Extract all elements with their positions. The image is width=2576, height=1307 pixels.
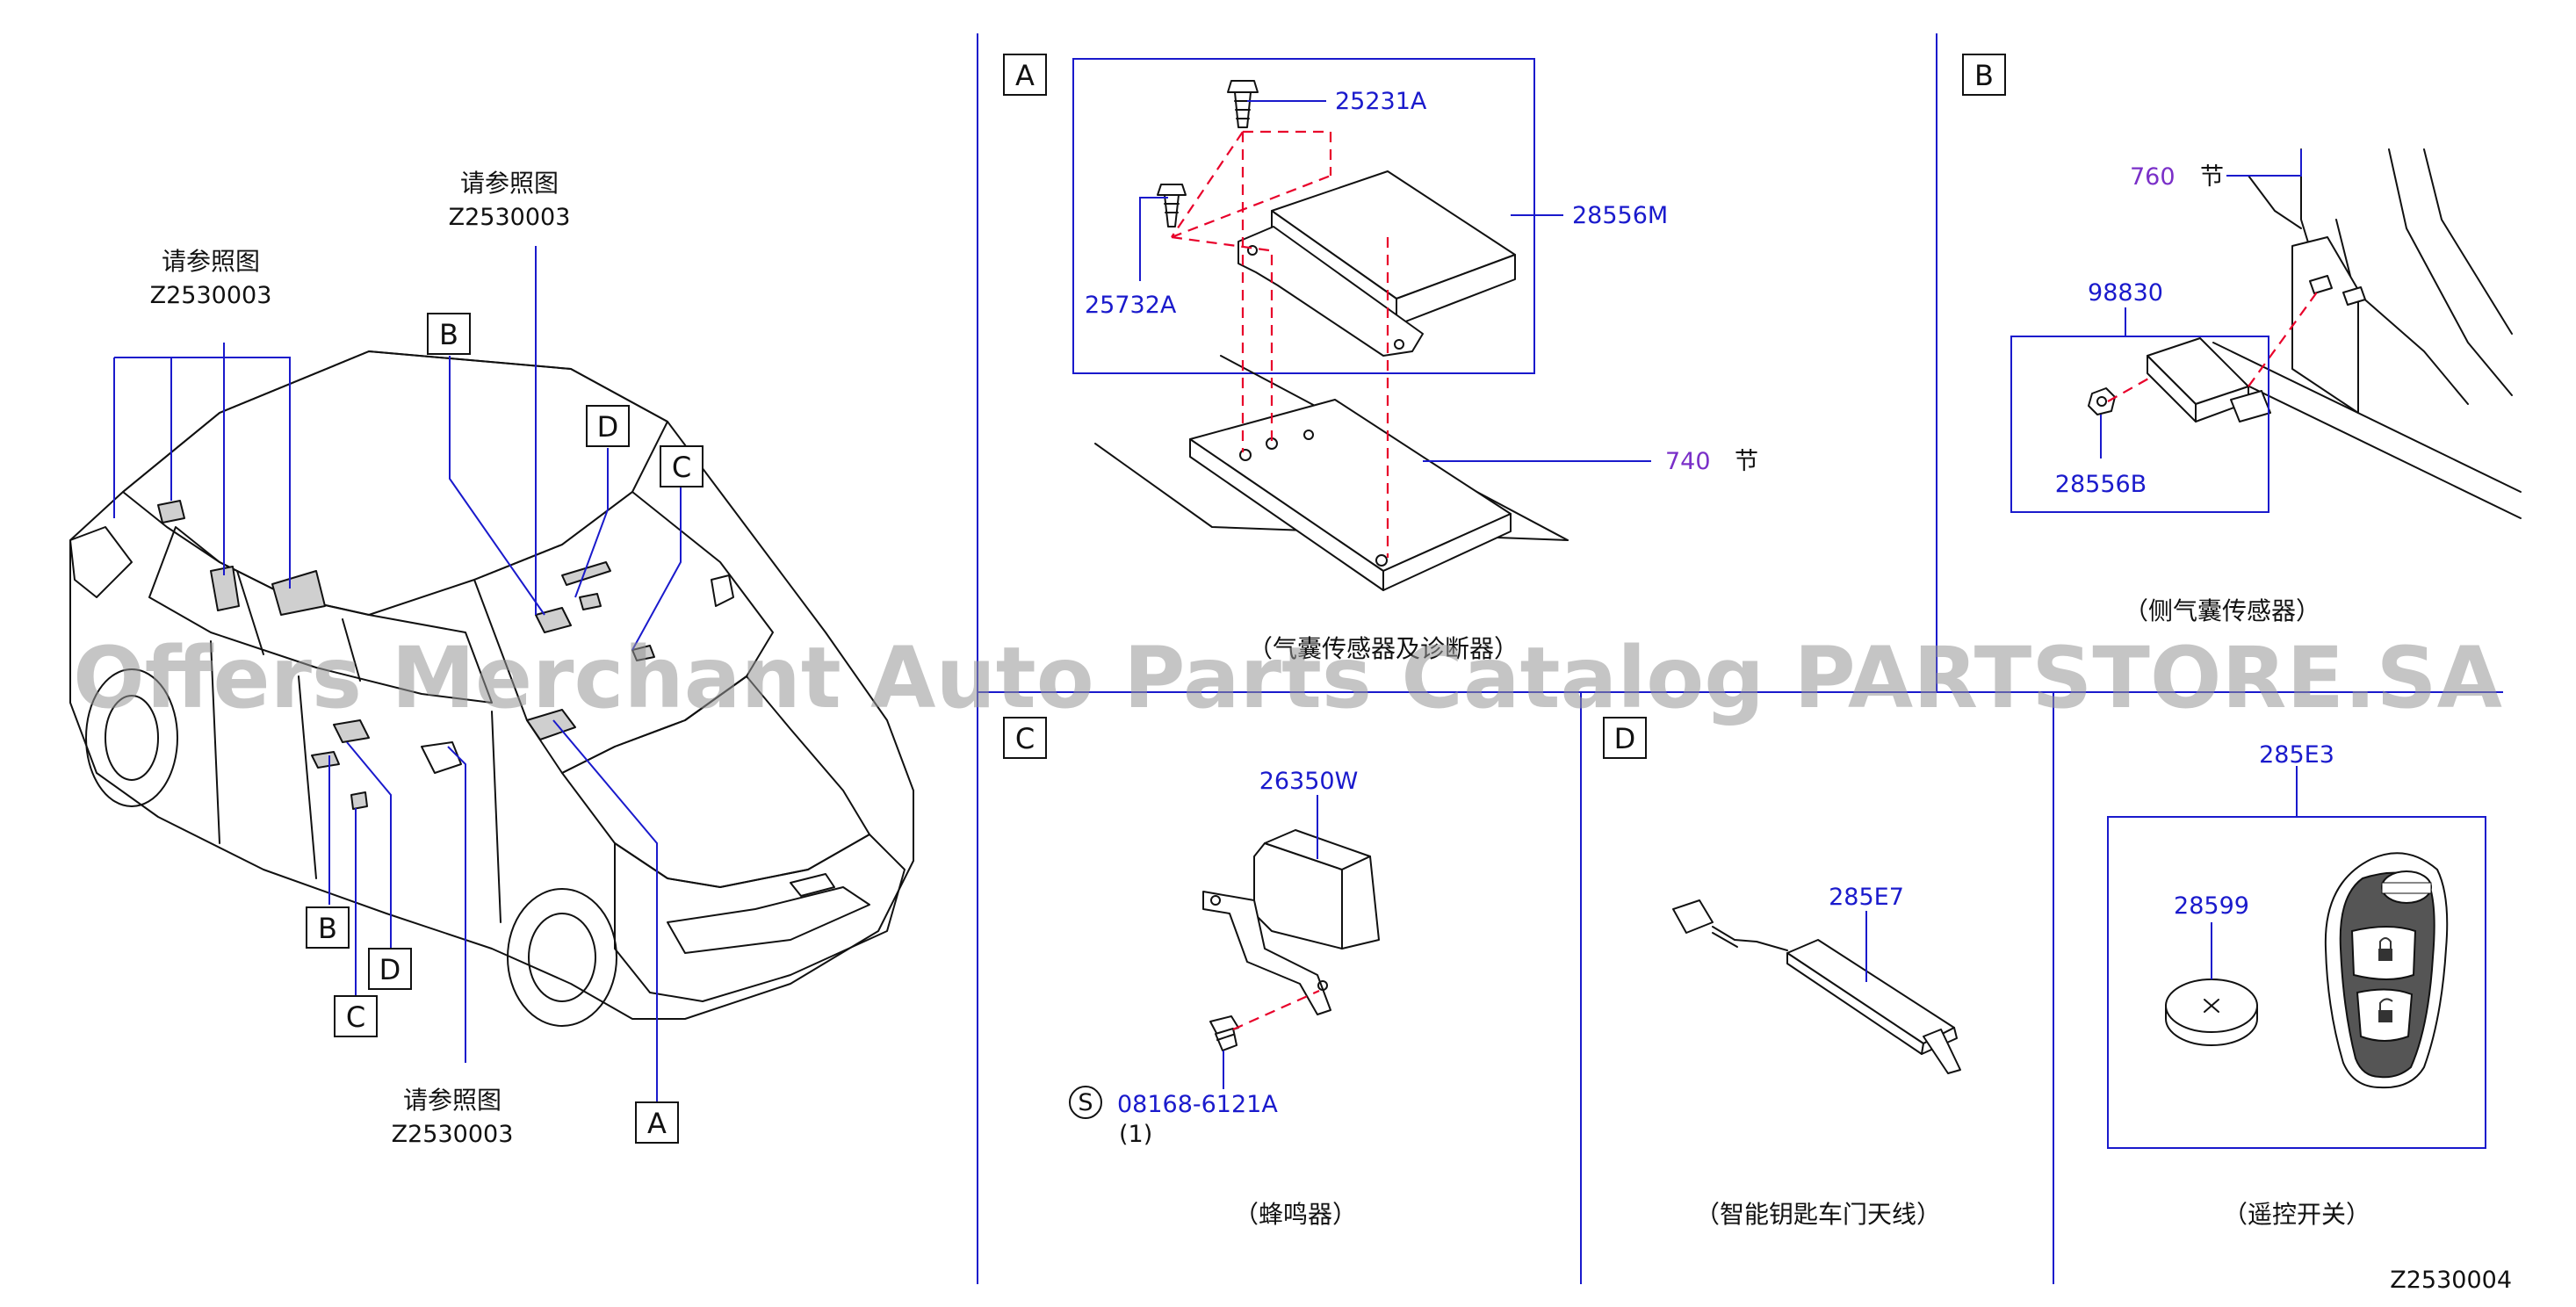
svg-text:B: B	[439, 318, 458, 351]
part-740[interactable]: 740	[1665, 448, 1711, 475]
panel-a: A	[1003, 54, 1758, 663]
panel-dividers	[977, 33, 2503, 1284]
screw-08168-6121a[interactable]	[1209, 1015, 1239, 1051]
svg-text:C: C	[1015, 722, 1035, 755]
panel-c: C 26350W S 08168-6121A (1) （蜂鸣器）	[1003, 717, 1380, 1229]
panel-d-tag: D	[1603, 717, 1647, 759]
panel-b-tag: B	[1962, 54, 2006, 96]
panel-a-caption: （气囊传感器及诊断器）	[1248, 634, 1519, 663]
nut-28556b[interactable]	[2088, 387, 2116, 415]
part-08168-6121a[interactable]: 08168-6121A	[1117, 1091, 1278, 1118]
part-285e7[interactable]: 285E7	[1829, 884, 1904, 911]
svg-text:B: B	[1974, 59, 1994, 92]
part-98830[interactable]: 98830	[2088, 279, 2163, 307]
overview-ref-3: 请参照图 Z2530003	[392, 1086, 514, 1148]
door-antenna-285e7[interactable]	[1672, 899, 1961, 1074]
bracket-740[interactable]	[1094, 355, 1569, 591]
overview-ref-2: 请参照图 Z2530003	[449, 169, 571, 231]
svg-text:C: C	[346, 1000, 365, 1034]
stud-bolts	[2309, 275, 2366, 306]
part-28556b[interactable]: 28556B	[2055, 471, 2147, 498]
overview-tag-a[interactable]: A	[635, 1101, 679, 1144]
overview-tag-c-low[interactable]: C	[334, 995, 378, 1037]
ref-text: 请参照图	[403, 1086, 501, 1115]
overview-tag-b-top[interactable]: B	[427, 313, 471, 355]
svg-text:D: D	[1614, 722, 1636, 755]
panel-d-caption: （智能钥匙车门天线）	[1695, 1200, 1941, 1229]
overview-tag-d-top[interactable]: D	[586, 405, 630, 447]
battery-28599[interactable]	[2165, 978, 2258, 1046]
bolt-25231a[interactable]	[1227, 80, 1259, 128]
buzzer-26350w[interactable]	[1202, 829, 1380, 1015]
quantity: (1)	[1119, 1121, 1152, 1148]
side-sensor-box	[2010, 336, 2269, 513]
svg-text:A: A	[1015, 59, 1035, 92]
airbag-sensor-28556m[interactable]	[1237, 170, 1516, 357]
part-26350w[interactable]: 26350W	[1259, 768, 1359, 795]
ref-code[interactable]: Z2530003	[449, 204, 571, 231]
part-285e3[interactable]: 285E3	[2259, 741, 2334, 769]
part-25732a[interactable]: 25732A	[1085, 292, 1177, 319]
svg-text:A: A	[647, 1107, 667, 1140]
car-overview	[69, 350, 914, 1027]
watermark-text: Offers Merchant Auto Parts Catalog PARTS…	[73, 629, 2502, 727]
panel-e-caption: （遥控开关）	[2223, 1200, 2370, 1229]
panel-b: B 760 节	[1962, 54, 2522, 625]
part-25231a[interactable]: 25231A	[1335, 88, 1427, 115]
side-airbag-sensor-98830[interactable]	[2147, 337, 2271, 422]
part-28556m[interactable]: 28556M	[1572, 202, 1668, 229]
overview-tag-d-low[interactable]: D	[368, 948, 412, 990]
ref-code[interactable]: Z2530003	[392, 1121, 514, 1148]
remote-key-fob[interactable]	[2324, 852, 2449, 1089]
panel-d: D 285E7 （智能钥匙车门天线）	[1603, 717, 1961, 1229]
overview-leaders	[113, 246, 682, 1102]
panel-c-caption: （蜂鸣器）	[1234, 1200, 1357, 1229]
svg-text:D: D	[597, 410, 619, 444]
panel-e: 285E3 28599 （遥控开关）	[2107, 741, 2486, 1229]
symbol-s-circle	[1069, 1086, 1102, 1119]
note-suffix: 节	[1735, 448, 1758, 475]
part-28599[interactable]: 28599	[2174, 892, 2249, 920]
symbol-s: S	[1078, 1089, 1093, 1116]
overview-tag-c-top[interactable]: C	[660, 445, 704, 487]
panel-b-caption: （侧气囊传感器）	[2124, 596, 2320, 625]
ref-code[interactable]: Z2530003	[150, 282, 272, 309]
drawing-code: Z2530004	[2390, 1267, 2512, 1294]
panel-c-tag: C	[1003, 717, 1047, 759]
svg-text:B: B	[318, 912, 337, 945]
panel-a-tag: A	[1003, 54, 1047, 96]
part-760[interactable]: 760	[2130, 163, 2176, 191]
ref-text: 请参照图	[460, 169, 559, 198]
overview-tag-b-low[interactable]: B	[306, 906, 350, 949]
note-suffix-b: 节	[2200, 163, 2224, 191]
svg-text:D: D	[379, 953, 401, 986]
overview-ref-1: 请参照图 Z2530003	[150, 247, 272, 309]
bolt-25732a[interactable]	[1157, 184, 1187, 227]
svg-text:C: C	[672, 451, 691, 484]
ref-text: 请参照图	[162, 247, 260, 276]
